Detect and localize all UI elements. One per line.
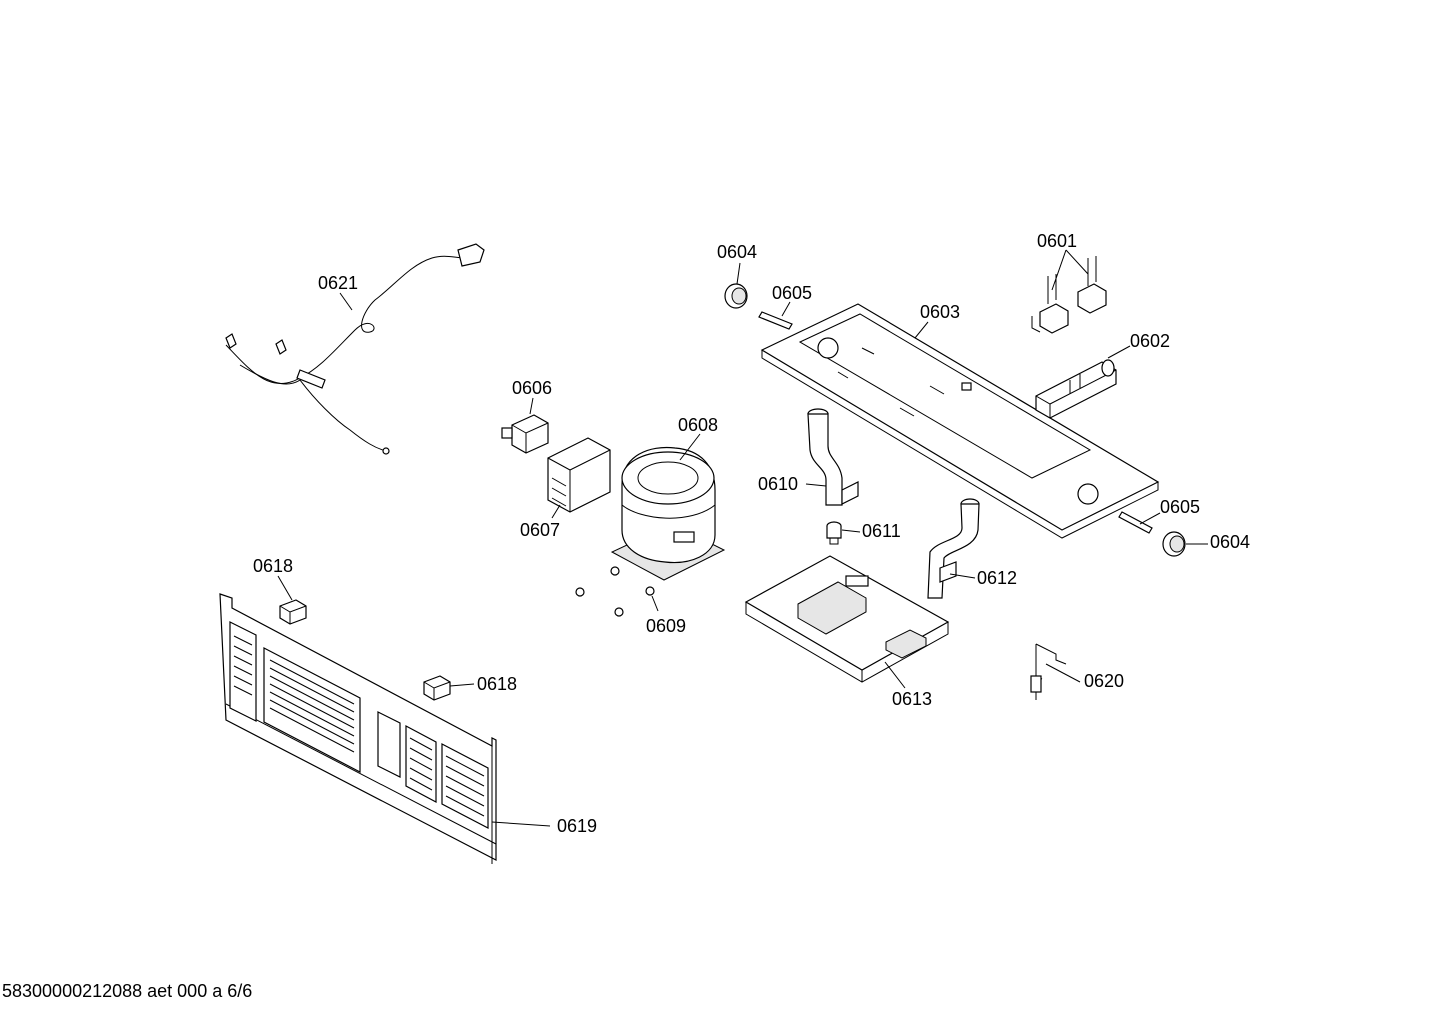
leader-line <box>884 661 906 689</box>
rail-part[interactable] <box>760 303 1160 539</box>
leader-line <box>679 433 701 461</box>
pin-part[interactable] <box>1118 511 1153 534</box>
label-0610[interactable]: 0610 <box>758 474 798 494</box>
leader-line <box>529 397 534 415</box>
label-0618-top[interactable]: 0618 <box>253 556 293 576</box>
starter-box-part[interactable] <box>547 437 611 513</box>
label-0603[interactable]: 0603 <box>920 302 960 322</box>
pin-part[interactable] <box>758 311 793 330</box>
leader-line <box>1139 512 1161 525</box>
label-0604-right[interactable]: 0604 <box>1210 532 1250 552</box>
pipe-part[interactable] <box>807 408 859 506</box>
label-0611[interactable]: 0611 <box>862 521 901 541</box>
leader-line <box>651 595 659 612</box>
label-0606[interactable]: 0606 <box>512 378 552 398</box>
leader-line <box>914 321 929 339</box>
label-0607[interactable]: 0607 <box>520 520 560 540</box>
label-0604-top[interactable]: 0604 <box>717 242 757 262</box>
label-0612[interactable]: 0612 <box>977 568 1017 588</box>
leader-line <box>491 821 551 827</box>
label-0620[interactable]: 0620 <box>1084 671 1124 691</box>
label-0602[interactable]: 0602 <box>1130 331 1170 351</box>
compressor-part[interactable] <box>610 446 726 581</box>
drawing-id-footer: 58300000212088 aet 000 a 6/6 <box>2 981 253 1001</box>
leader-line <box>949 573 976 579</box>
label-0613[interactable]: 0613 <box>892 689 932 709</box>
label-0608[interactable]: 0608 <box>678 415 718 435</box>
tray-part[interactable] <box>744 555 950 683</box>
back-panel-part[interactable] <box>219 593 497 864</box>
leader-line <box>339 292 353 311</box>
leader-line <box>277 575 293 601</box>
label-0605-right[interactable]: 0605 <box>1160 497 1200 517</box>
leader-line <box>1045 663 1081 683</box>
leader-line <box>1065 249 1089 275</box>
clip-part[interactable] <box>279 599 307 625</box>
label-0621[interactable]: 0621 <box>318 273 358 293</box>
actuator-part[interactable] <box>1035 359 1117 419</box>
leader-line <box>781 301 791 317</box>
leader-line <box>1107 345 1131 359</box>
label-0619[interactable]: 0619 <box>557 816 597 836</box>
label-0605-top[interactable]: 0605 <box>772 283 812 303</box>
power-cable-part[interactable] <box>225 243 485 455</box>
nozzle-part[interactable] <box>826 521 842 545</box>
leader-line <box>449 683 475 687</box>
leader-line <box>1051 249 1067 291</box>
cap-part[interactable] <box>1162 531 1186 557</box>
cap-part[interactable] <box>724 283 748 309</box>
nuts-part[interactable] <box>575 566 655 617</box>
label-0609[interactable]: 0609 <box>646 616 686 636</box>
lamp-socket-part[interactable] <box>1031 256 1107 334</box>
sensor-part[interactable] <box>1030 643 1067 700</box>
label-0601[interactable]: 0601 <box>1037 231 1077 251</box>
clip-part[interactable] <box>423 675 451 701</box>
leader-line <box>841 529 861 533</box>
drain-pipe-part[interactable] <box>927 498 980 599</box>
relay-part[interactable] <box>501 414 549 454</box>
leader-line <box>736 262 741 285</box>
label-0618-right[interactable]: 0618 <box>477 674 517 694</box>
leader-line <box>805 483 827 487</box>
leader-line <box>551 504 561 519</box>
